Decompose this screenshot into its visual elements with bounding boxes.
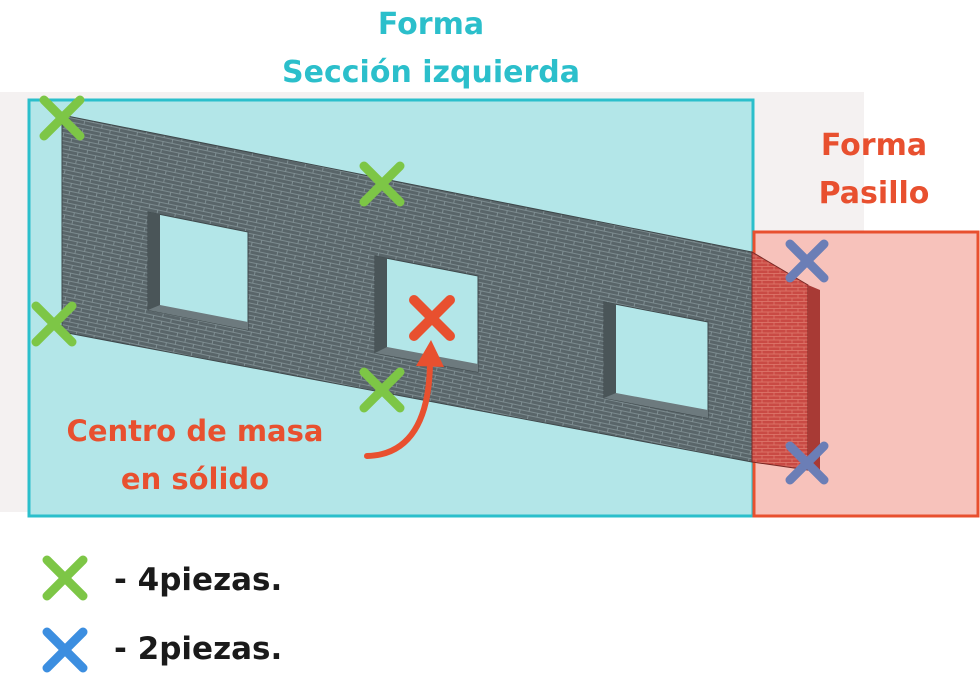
window-1-reveal	[148, 212, 160, 312]
center-of-mass-arrow	[364, 357, 433, 459]
green-x-marker-bottom-left	[31, 301, 77, 347]
left-section-title-line1: Forma	[377, 7, 485, 42]
arrow-head	[416, 340, 444, 367]
window-1-sill	[148, 305, 248, 330]
green-x-marker-top-middle	[359, 161, 405, 207]
corridor-wall-end	[808, 285, 820, 470]
corridor-title-line2: Pasillo	[818, 176, 930, 211]
blue-x-marker-bottom	[785, 441, 829, 485]
legend-item-green-text: - 4piezas.	[114, 562, 283, 598]
legend-green-x-icon	[42, 555, 88, 601]
window-3-sill	[604, 393, 708, 418]
center-mass-label-line2: en sólido	[120, 462, 270, 496]
window-3-reveal	[604, 302, 616, 400]
center-mass-label-line1: Centro de masa	[66, 414, 324, 448]
green-x-marker-top-left	[39, 95, 85, 141]
legend-item-blue-text: - 2piezas.	[114, 631, 283, 667]
corridor-wall-face	[751, 251, 809, 471]
green-x-marker-bottom-middle	[359, 367, 405, 413]
left-section-title-line2: Sección izquierda	[282, 55, 580, 90]
legend-blue-x-icon	[42, 627, 88, 673]
blue-x-marker-top	[785, 239, 829, 283]
corridor-title-line1: Forma	[820, 128, 928, 163]
center-of-mass-x-marker	[409, 295, 455, 341]
window-2-reveal	[375, 256, 387, 355]
